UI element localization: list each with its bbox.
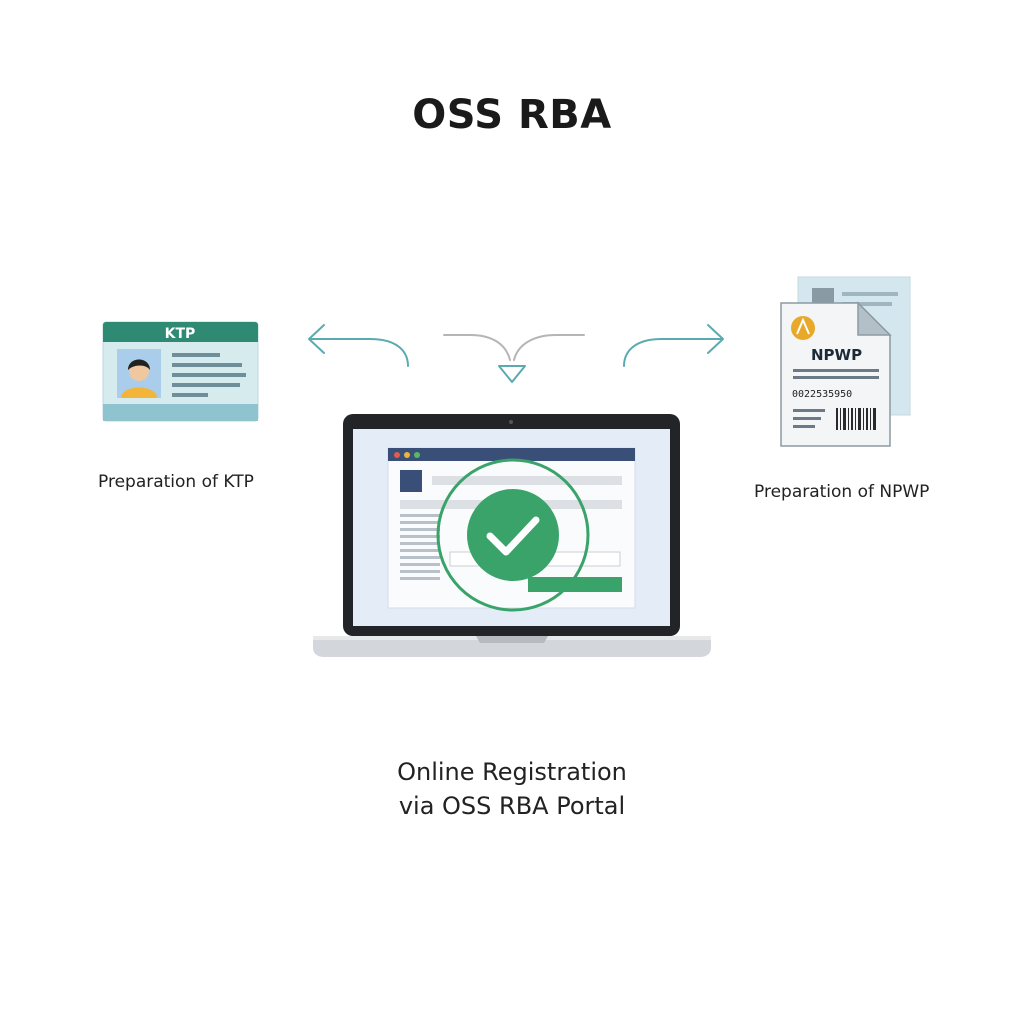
ktp-card: KTP	[102, 321, 259, 422]
npwp-doc-number: 0022535950	[792, 389, 852, 400]
success-check-icon	[436, 458, 590, 612]
ktp-caption: Preparation of KTP	[98, 472, 254, 492]
person-photo-icon	[117, 349, 161, 398]
portal-caption-line2: via OSS RBA Portal	[398, 792, 626, 820]
left-flow-arrow	[308, 324, 409, 367]
npwp-caption: Preparation of NPWP	[754, 482, 930, 502]
npwp-doc-title: NPWP	[811, 346, 862, 364]
laptop	[313, 414, 711, 657]
center-merge-arrow	[443, 334, 585, 383]
portal-caption: Online Registration via OSS RBA Portal	[0, 755, 1024, 823]
right-flow-arrow	[623, 324, 724, 367]
portal-caption-line1: Online Registration	[397, 758, 627, 786]
barcode-icon	[836, 408, 876, 430]
npwp-documents: NPWP 0022535950	[780, 276, 911, 447]
npwp-logo-icon	[791, 316, 815, 340]
diagram-title: OSS RBA	[412, 92, 612, 138]
ktp-card-title: KTP	[165, 326, 196, 342]
ktp-text-lines	[172, 353, 246, 397]
